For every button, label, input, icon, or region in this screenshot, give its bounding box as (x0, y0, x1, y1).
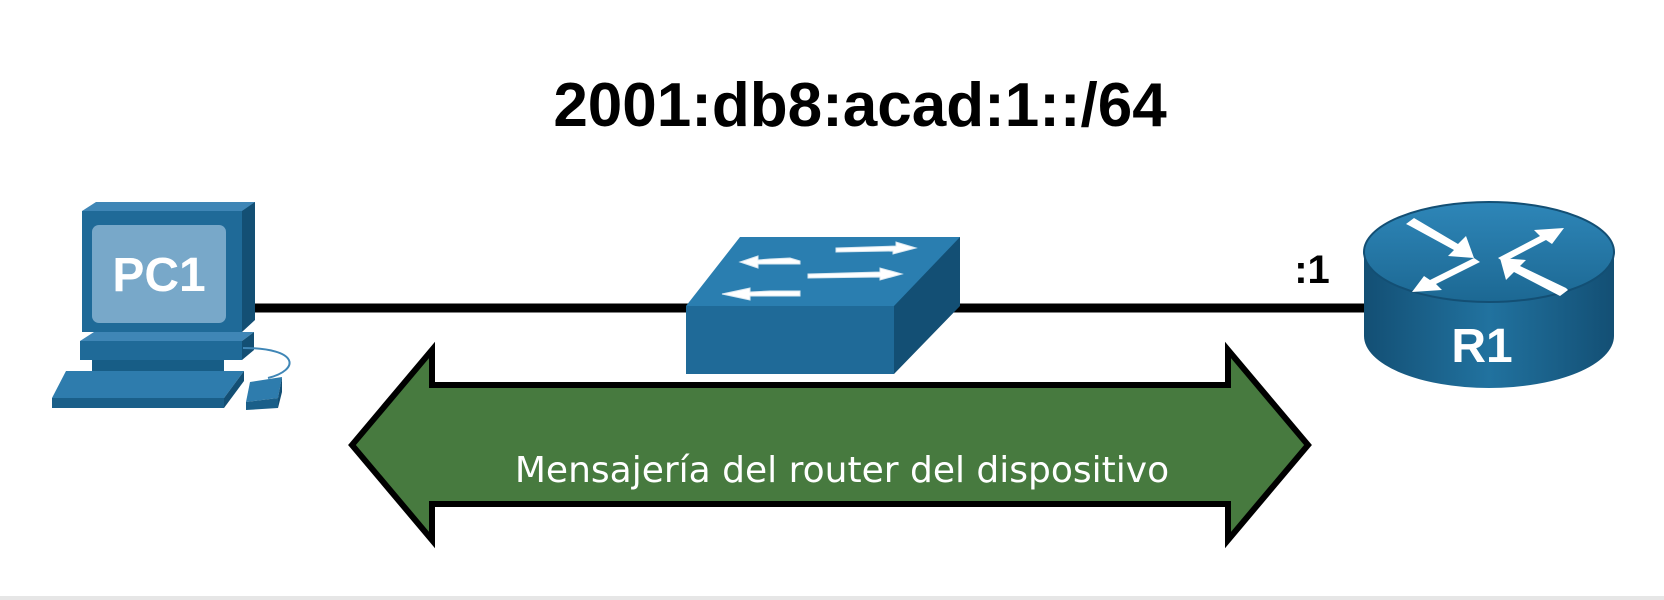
message-double-arrow (348, 341, 1312, 549)
switch-arrows-icon (721, 241, 918, 301)
network-prefix: 2001:db8:acad:1::/64 (553, 71, 1167, 140)
pc-label: PC1 (112, 249, 205, 302)
router-interface-id: :1 (1294, 248, 1330, 292)
message-label: Mensajería del router del dispositivo (515, 450, 1169, 491)
switch-icon (686, 237, 960, 374)
router-label: R1 (1451, 320, 1512, 373)
bottom-divider (0, 596, 1664, 600)
pc-icon (52, 202, 291, 410)
router-icon (1363, 201, 1615, 388)
router-arrows-icon (1406, 218, 1568, 296)
